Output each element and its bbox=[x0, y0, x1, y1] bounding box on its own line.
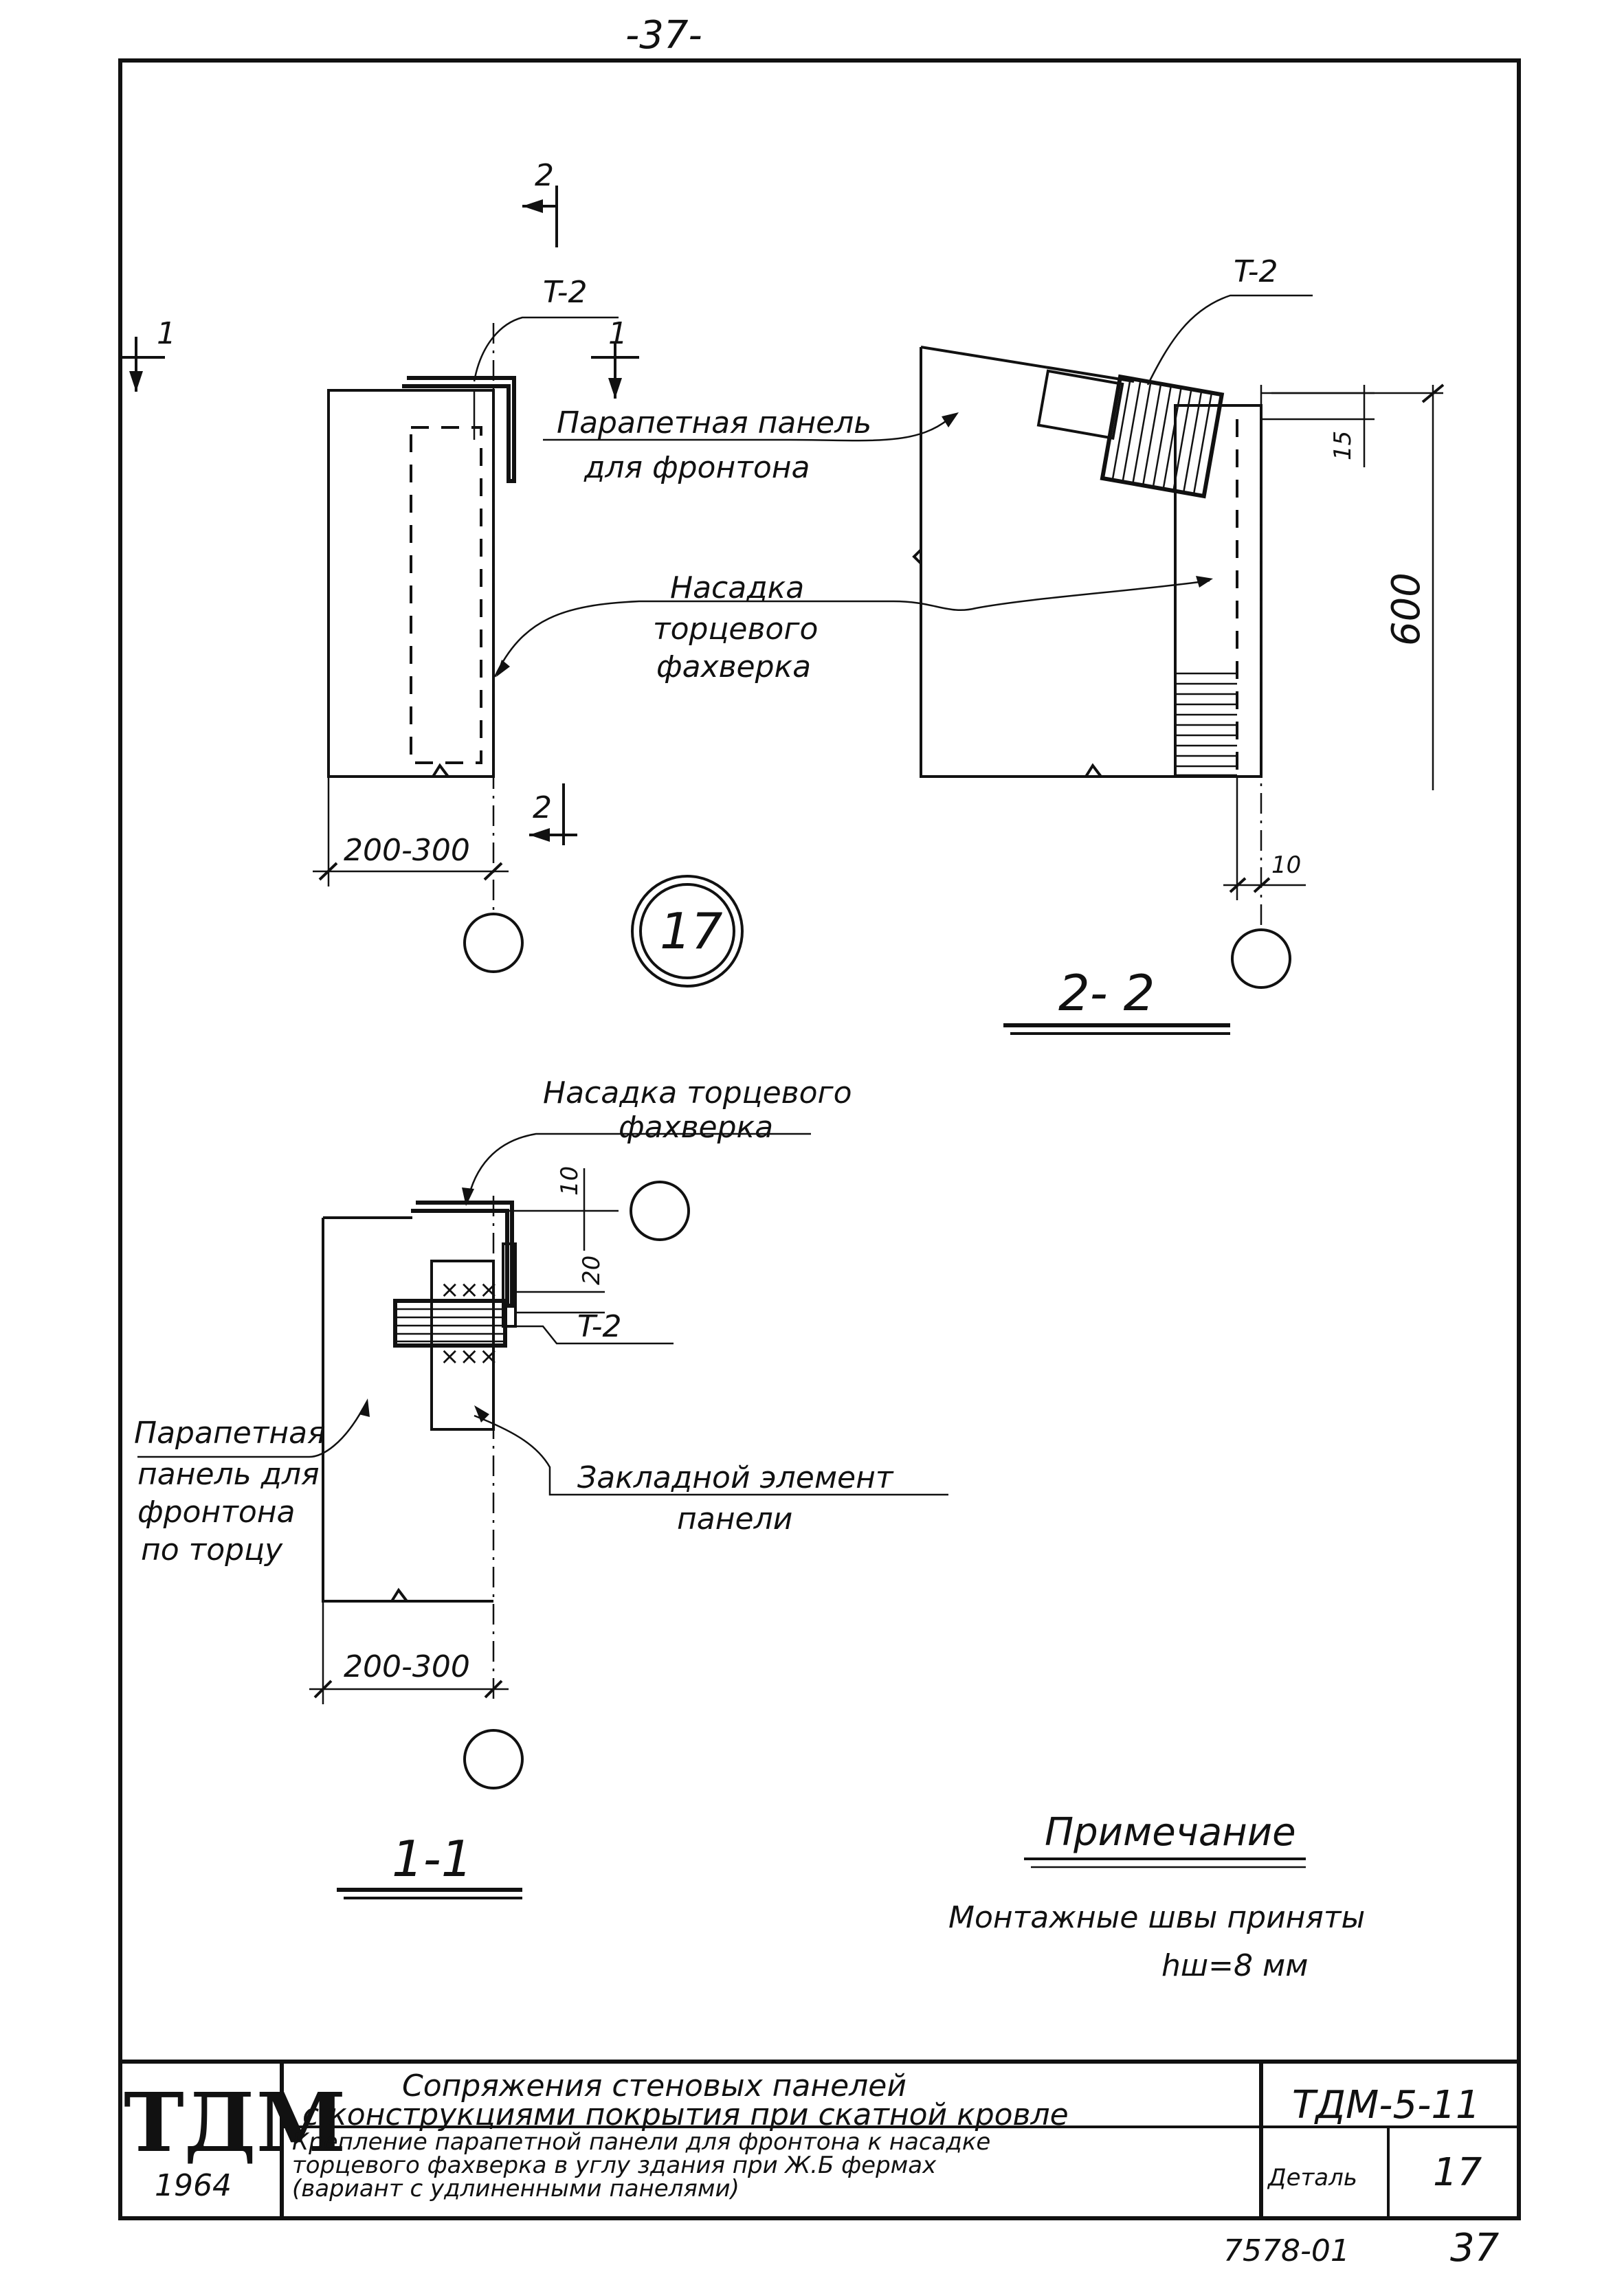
section-1-mark-right: 1 bbox=[608, 316, 627, 351]
note-line1: Монтажные швы приняты bbox=[948, 1900, 1365, 1935]
page-number-top: -37- bbox=[625, 13, 702, 58]
t2-angle-left bbox=[402, 376, 516, 483]
note-title: Примечание bbox=[1045, 1810, 1296, 1855]
title-line2: с конструкциями покрытия при скатной кро… bbox=[302, 2097, 1069, 2132]
leader-embedded bbox=[474, 1414, 948, 1496]
section-2-mark-top: 2 bbox=[535, 158, 554, 193]
section-1-1-view: ××× ××× T-2 10 20 bbox=[137, 1133, 948, 1899]
axis-bubble-1-1-bottom bbox=[463, 1729, 524, 1789]
hatching-column-base bbox=[1177, 672, 1237, 777]
dim-20: 20 bbox=[578, 1256, 605, 1285]
dim-10-right: 10 bbox=[1271, 851, 1301, 879]
label-parapet-end-line3: фронтона bbox=[137, 1495, 296, 1530]
leader-t2-right bbox=[1146, 294, 1313, 386]
section-2-2-view: T-2 15 600 10 2- 2 bbox=[912, 254, 1445, 1035]
section-1-1-title: 1-1 bbox=[392, 1830, 473, 1888]
dim-15: 15 bbox=[1329, 431, 1357, 460]
leader-t2-left bbox=[473, 316, 619, 382]
nasadka-column-2-2 bbox=[1174, 404, 1263, 778]
t2-block-2-2 bbox=[1036, 369, 1225, 499]
leader-t2-bottom bbox=[505, 1325, 674, 1345]
detail-circle-number: 17 bbox=[660, 902, 723, 960]
note-line2: hш=8 мм bbox=[1161, 1948, 1308, 1983]
logo-tdm: ТДМ bbox=[124, 2075, 346, 2170]
detail-circle-inner bbox=[639, 883, 735, 979]
label-nasadka-line2: торцевого bbox=[653, 612, 818, 647]
label-embedded-line1: Закладной элемент bbox=[577, 1460, 894, 1495]
detail-label: Деталь bbox=[1267, 2164, 1357, 2191]
drawing-code: ТДМ-5-11 bbox=[1292, 2083, 1480, 2128]
panel-outline-2-2 bbox=[920, 347, 1182, 778]
label-nasadka-line1: Насадка bbox=[670, 570, 804, 605]
label-nasadka-line3: фахверка bbox=[656, 649, 811, 684]
dim-10-bottom: 10 bbox=[556, 1166, 583, 1196]
footer-page: 37 bbox=[1450, 2226, 1500, 2271]
detail-circle-outer bbox=[631, 875, 744, 988]
leader-parapet-end bbox=[137, 1408, 364, 1458]
title-block-year: 1964 bbox=[155, 2168, 232, 2203]
leader-parapet-panel bbox=[543, 419, 949, 442]
sheet-frame bbox=[118, 58, 1521, 2220]
label-nasadka-bottom-line2: фахверка bbox=[619, 1110, 773, 1145]
detail-number: 17 bbox=[1433, 2150, 1482, 2195]
label-embedded-line2: панели bbox=[677, 1502, 792, 1537]
desc-line1: Крепление парапетной панели для фронтона… bbox=[292, 2128, 990, 2156]
section-2-mark-bottom: 2 bbox=[533, 790, 552, 825]
label-t2-right: T-2 bbox=[1234, 254, 1278, 289]
footer-drawing-number: 7578-01 bbox=[1223, 2233, 1350, 2268]
label-parapet-end-line2: панель для bbox=[137, 1457, 320, 1492]
dim-600: 600 bbox=[1384, 572, 1429, 646]
label-parapet-end-line4: по торцу bbox=[141, 1532, 283, 1567]
section-1-mark-left: 1 bbox=[157, 316, 176, 351]
panel-hidden-edge bbox=[410, 426, 482, 764]
label-parapet-panel-line2: для фронтона bbox=[583, 450, 810, 485]
label-nasadka-bottom-line1: Насадка торцевого bbox=[543, 1075, 852, 1111]
section-2-2-title: 2- 2 bbox=[1058, 964, 1155, 1022]
title-block-frame bbox=[118, 2060, 1521, 2220]
t2-plate-1-1 bbox=[393, 1299, 507, 1348]
nasadka-angle-1-1 bbox=[411, 1201, 514, 1308]
label-parapet-end-line1: Парапетная bbox=[134, 1416, 326, 1451]
label-parapet-panel-line1: Парапетная панель bbox=[557, 405, 871, 440]
panel-outline-1-1 bbox=[322, 1218, 493, 1603]
upper-left-view: T-2 2 1 1 2 200-300 bbox=[122, 158, 1213, 973]
desc-line2: торцевого фахверка в углу здания при Ж.Б… bbox=[292, 2152, 937, 2179]
label-t2-left: T-2 bbox=[543, 275, 587, 310]
axis-bubble-2-2 bbox=[1231, 928, 1291, 989]
note-block: Примечание Монтажные швы приняты hш=8 мм bbox=[948, 1810, 1365, 1983]
dim-200-300-bottom: 200-300 bbox=[344, 1649, 470, 1684]
title-block: ТДМ 1964 Сопряжения стеновых панелей с к… bbox=[118, 2060, 1521, 2220]
axis-bubble-1-1-top bbox=[630, 1181, 690, 1241]
desc-line3: (вариант с удлиненными панелями) bbox=[292, 2175, 739, 2202]
label-t2-bottom: T-2 bbox=[577, 1309, 621, 1344]
leader-nasadka bbox=[493, 579, 1210, 678]
break-mark bbox=[432, 763, 449, 778]
title-line1: Сопряжения стеновых панелей bbox=[402, 2068, 906, 2104]
axis-bubble-upper-left bbox=[463, 913, 524, 973]
dim-200-300-top: 200-300 bbox=[344, 833, 470, 868]
